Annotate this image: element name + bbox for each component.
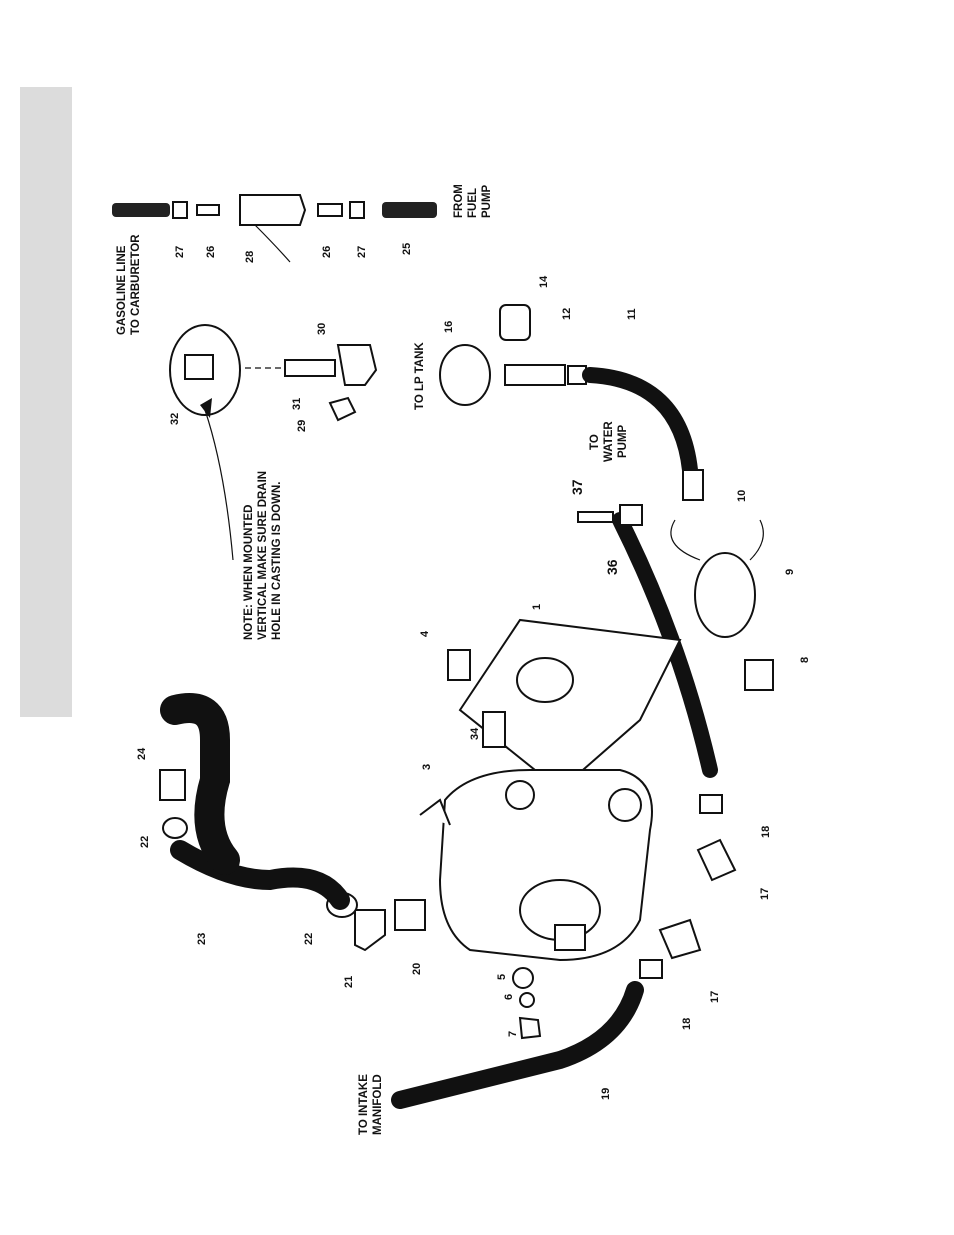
part-7: 7 [507,1031,519,1037]
gasket-plate-1 [448,620,680,790]
nut-7 [520,1018,540,1038]
nut-29 [330,398,355,420]
part-10: 10 [736,490,748,502]
gasoline-line-assembly [112,195,437,262]
note-line-1: NOTE: WHEN MOUNTED [243,505,255,640]
part-5: 5 [496,974,508,980]
bolt-4 [448,650,470,680]
part-22-upper: 22 [139,836,151,848]
note-line-3: HOLE IN CASTING IS DOWN. [271,482,283,640]
stud-31 [285,360,335,376]
fuel-pump-hose [382,202,437,218]
valve-28-wire [255,225,290,262]
part-28: 28 [244,251,256,263]
label-manifold: MANIFOLD [372,1074,384,1135]
part-18-left: 18 [681,1018,693,1030]
part-22-lower: 22 [303,933,315,945]
screw-37 [578,512,613,522]
clamp-27-top [173,202,187,218]
elbow-17-left [660,920,700,958]
spring-34 [483,712,505,747]
regulator-body [420,770,652,960]
part-36: 36 [604,559,620,575]
part-30: 30 [316,323,328,335]
gasoline-hose [112,203,170,217]
elbow-8 [745,660,773,690]
part-29: 29 [296,420,308,432]
clamp-27-bottom [350,202,364,218]
part-6: 6 [503,994,515,1000]
part-24: 24 [136,747,148,760]
lockwasher-6 [520,993,534,1007]
note-line-2: VERTICAL MAKE SURE DRAIN [257,471,269,640]
label-water-pump: PUMP [617,424,629,458]
part-27-bottom: 27 [356,246,368,258]
fitting-14 [500,305,530,340]
part-34: 34 [469,727,481,740]
fitting-20 [395,900,425,930]
part-32: 32 [169,413,181,425]
part-25: 25 [401,243,413,255]
tee-12 [505,365,565,385]
fitting-26-bottom [318,204,342,216]
plate-1 [460,620,680,790]
housing-32-terminal [185,355,213,379]
part-8: 8 [799,657,811,663]
label-to-lp-tank: TO LP TANK [414,342,426,410]
elbow-21 [355,910,385,950]
part-37: 37 [569,479,585,495]
label-to: TO [589,434,601,450]
fitting-10 [683,470,703,500]
hose-19 [400,990,635,1100]
part-26-top: 26 [205,246,217,258]
note-leader-arrow [205,410,233,560]
part-14: 14 [538,275,550,288]
label-fuel-pump: PUMP [481,184,493,218]
washer-5 [513,968,533,988]
part-17-left: 17 [709,991,721,1003]
part-20: 20 [411,963,423,975]
solenoid-9 [695,553,755,637]
label-to-carburetor: TO CARBURETOR [130,234,142,335]
part-4: 4 [419,630,431,637]
hose-23 [180,850,340,900]
part-18-right: 18 [760,826,772,838]
part-23: 23 [196,933,208,945]
fitting-26-top [197,205,219,215]
elbow-17-right [698,840,735,880]
clamp-22-upper [163,818,187,838]
filter-16 [440,345,490,405]
part-31: 31 [291,398,303,410]
part-17-right: 17 [759,888,771,900]
part-27-top: 27 [174,246,186,258]
clamp-18-left [640,960,662,978]
clamp-18-right [700,795,722,813]
fitting-24-nipple [160,770,185,800]
part-3: 3 [421,764,433,770]
label-to-intake: TO INTAKE [358,1074,370,1135]
part-19: 19 [600,1088,612,1100]
part-21: 21 [343,976,355,988]
label-water: WATER [603,421,615,462]
part-1: 1 [531,604,543,610]
label-gasoline-line: GASOLINE LINE [116,245,128,335]
block-30 [338,345,376,385]
clamp-36 [620,505,642,525]
label-fuel: FUEL [467,188,479,218]
label-from: FROM [453,184,465,218]
part-16: 16 [443,321,455,333]
part-9: 9 [784,569,796,575]
valve-28 [240,195,305,225]
part-12: 12 [561,308,573,320]
part-26-bottom: 26 [321,246,333,258]
part-11: 11 [626,308,638,320]
